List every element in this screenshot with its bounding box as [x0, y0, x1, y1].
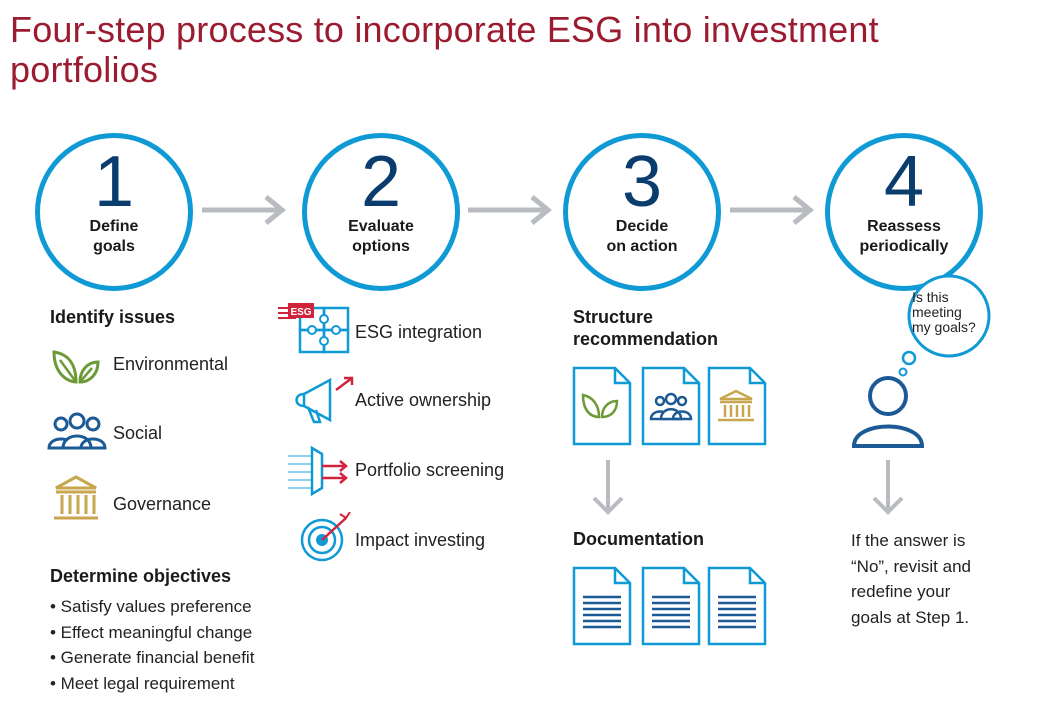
- determine-objectives-heading: Determine objectives: [50, 566, 232, 586]
- step-label: Define goals: [89, 218, 139, 255]
- list-item: • Effect meaningful change: [50, 622, 253, 642]
- document-leaf-icon: [572, 366, 632, 446]
- step-label: Reassess periodically: [859, 218, 949, 255]
- step-label: Evaluate options: [348, 218, 414, 255]
- arrow-down-icon: [592, 460, 624, 515]
- step-number: 4: [883, 142, 925, 222]
- identify-issues-heading: Identify issues: [50, 307, 176, 327]
- step-2-circle: 2 Evaluate options: [302, 133, 460, 291]
- document-people-icon: [641, 366, 701, 446]
- documentation-heading: Documentation: [573, 529, 705, 549]
- thought-bubble-text: Is this meeting my goals?: [912, 289, 976, 335]
- document-lines-icon: [641, 566, 701, 646]
- step-1-circle: 1 Define goals: [35, 133, 193, 291]
- document-lines-icon: [707, 566, 767, 646]
- reassess-note: If the answer is “No”, revisit and redef…: [851, 531, 971, 627]
- thought-bubble-icon: [898, 274, 991, 377]
- issue-environmental: Environmental: [113, 354, 229, 374]
- list-item: • Satisfy values preference: [50, 597, 252, 616]
- step-label: Decide on action: [606, 218, 678, 255]
- leaf-icon: [52, 350, 100, 384]
- arrow-right-icon: [730, 195, 814, 225]
- arrow-right-icon: [468, 195, 552, 225]
- document-building-icon: [707, 366, 767, 446]
- person-icon: [851, 376, 925, 448]
- option-impact-investing: Impact investing: [355, 530, 486, 550]
- objectives-list: • Satisfy values preference • Effect mea…: [50, 594, 254, 696]
- filter-icon: [288, 445, 348, 496]
- list-item: • Meet legal requirement: [50, 673, 235, 693]
- step-4-circle: 4 Reassess periodically: [825, 133, 983, 291]
- step-3-circle: 3 Decide on action: [563, 133, 721, 291]
- issue-governance: Governance: [113, 494, 212, 514]
- option-portfolio-screening: Portfolio screening: [355, 460, 505, 480]
- option-active-ownership: Active ownership: [355, 390, 492, 410]
- arrow-right-icon: [202, 195, 286, 225]
- document-lines-icon: [572, 566, 632, 646]
- issue-social: Social: [113, 423, 163, 443]
- option-esg-integration: ESG integration: [355, 322, 483, 342]
- structure-recommendation-heading: Structure recommendation: [573, 307, 719, 349]
- step-number: 2: [360, 142, 402, 222]
- page-title: Four-step process to incorporate ESG int…: [10, 9, 879, 90]
- megaphone-icon: [295, 376, 354, 424]
- target-icon: [300, 512, 351, 562]
- building-icon: [54, 475, 98, 520]
- people-icon: [47, 412, 107, 450]
- list-item: • Generate financial benefit: [50, 648, 255, 667]
- esg-badge-text: ESG: [290, 307, 311, 318]
- puzzle-icon: ESG: [278, 303, 350, 354]
- step-number: 3: [621, 142, 663, 222]
- arrow-down-icon: [872, 460, 904, 515]
- step-number: 1: [93, 142, 135, 222]
